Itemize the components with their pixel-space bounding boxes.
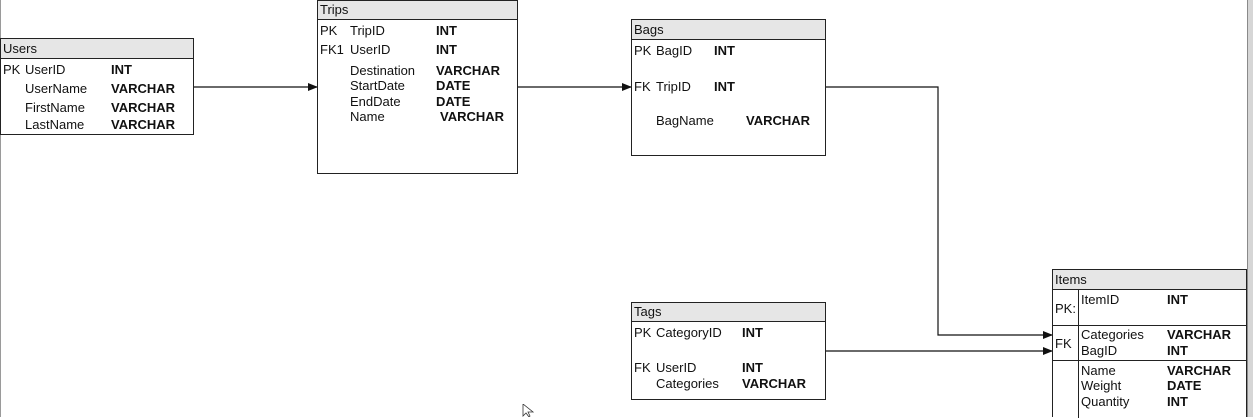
users-field-type: VARCHAR: [111, 100, 176, 115]
tags-field-name: UserID: [656, 360, 697, 375]
entity-users[interactable]: Users PK UserID INT UserName VARCHAR Fir…: [0, 38, 194, 135]
items-field-type: INT: [1167, 292, 1188, 307]
mouse-pointer-icon: [522, 404, 535, 417]
entity-trips-title: Trips: [318, 1, 517, 20]
bags-row-key: PK: [634, 43, 652, 58]
entity-items[interactable]: Items PK: ItemID INT FK Categories VARCH…: [1052, 269, 1247, 418]
tags-row-key: PK: [634, 325, 652, 340]
items-row-key: PK:: [1055, 301, 1076, 316]
items-field-name: Weight: [1081, 378, 1122, 393]
trips-field-name: EndDate: [350, 94, 401, 109]
items-row-key: FK: [1055, 336, 1072, 351]
trips-field-name: UserID: [350, 42, 391, 57]
items-field-type: INT: [1167, 343, 1188, 358]
entity-items-title: Items: [1053, 270, 1246, 290]
trips-row-key: PK: [320, 23, 338, 38]
items-field-name: Name: [1081, 363, 1116, 378]
items-field-name: Quantity: [1081, 394, 1130, 409]
trips-field-name: Destination: [350, 63, 416, 78]
trips-row-key: FK1: [320, 42, 344, 57]
tags-field-name: CategoryID: [656, 325, 722, 340]
items-field-name: Categories: [1081, 327, 1144, 342]
trips-field-type: VARCHAR: [440, 109, 505, 124]
tags-row-key: FK: [634, 360, 651, 375]
bags-row-key: FK: [634, 79, 651, 94]
items-key-divider: [1078, 290, 1079, 418]
bags-field-name: BagID: [656, 43, 693, 58]
entity-users-title: Users: [1, 39, 193, 59]
bags-field-type: INT: [714, 79, 735, 94]
trips-field-type: INT: [436, 42, 457, 57]
items-field-name: ItemID: [1081, 292, 1120, 307]
tags-field-type: INT: [742, 325, 763, 340]
trips-field-type: INT: [436, 23, 457, 38]
users-field-name: UserID: [25, 62, 66, 77]
entity-bags-title: Bags: [632, 20, 825, 40]
connector-bags-items: [825, 86, 1053, 339]
trips-field-type: VARCHAR: [436, 63, 501, 78]
items-field-name: BagID: [1081, 343, 1118, 358]
items-field-type: INT: [1167, 394, 1188, 409]
items-field-type: VARCHAR: [1167, 327, 1232, 342]
users-row-key: PK: [3, 62, 21, 77]
entity-bags[interactable]: Bags PK BagID INT FK TripID INT BagName …: [631, 19, 826, 156]
bags-field-name: TripID: [656, 79, 691, 94]
items-field-type: DATE: [1167, 378, 1202, 393]
users-field-name: FirstName: [25, 100, 85, 115]
items-pk-divider: [1053, 325, 1246, 326]
bags-field-type: VARCHAR: [746, 113, 811, 128]
users-field-type: INT: [111, 62, 132, 77]
canvas-scrollbar[interactable]: [1247, 0, 1253, 417]
tags-field-type: INT: [742, 360, 763, 375]
trips-field-name: TripID: [350, 23, 385, 38]
entity-trips[interactable]: Trips PK TripID INT FK1 UserID INT Desti…: [317, 0, 518, 174]
trips-field-name: StartDate: [350, 78, 405, 93]
tags-field-name: Categories: [656, 376, 719, 391]
entity-tags-title: Tags: [632, 303, 825, 322]
bags-field-type: INT: [714, 43, 735, 58]
tags-field-type: VARCHAR: [742, 376, 807, 391]
bags-field-name: BagName: [656, 113, 714, 128]
canvas-left-edge: [0, 0, 1, 417]
entity-tags[interactable]: Tags PK CategoryID INT FK UserID INT Cat…: [631, 302, 826, 400]
items-field-type: VARCHAR: [1167, 363, 1232, 378]
items-fk-divider: [1053, 360, 1246, 361]
users-field-type: VARCHAR: [111, 117, 176, 132]
trips-field-name: Name: [350, 109, 385, 124]
users-field-name: LastName: [25, 117, 85, 132]
users-field-name: UserName: [25, 81, 88, 96]
trips-field-type: DATE: [436, 94, 471, 109]
trips-field-type: DATE: [436, 78, 471, 93]
users-field-type: VARCHAR: [111, 81, 176, 96]
